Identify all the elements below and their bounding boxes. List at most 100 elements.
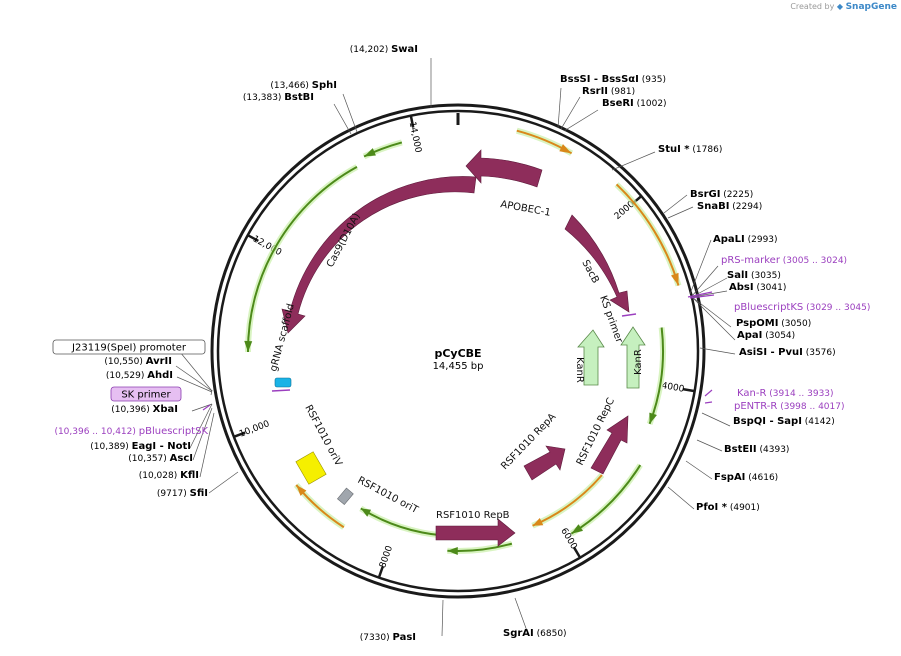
enzyme-name: PspOMI bbox=[736, 318, 778, 329]
enzyme-label: ApaLI (2993) bbox=[713, 234, 778, 245]
feature-label-kanr-2: KanR bbox=[633, 349, 644, 375]
tick-mark bbox=[572, 546, 582, 559]
enzyme-position: (13,383) bbox=[243, 93, 284, 103]
tick-mark bbox=[682, 387, 695, 393]
tick-mark bbox=[233, 431, 246, 438]
enzyme-name: StuI * bbox=[658, 144, 690, 155]
enzyme-site: (10,028) KflI bbox=[139, 470, 199, 481]
tick-label: 8000 bbox=[378, 544, 395, 569]
enzyme-label: (7330) PasI bbox=[360, 632, 416, 643]
enzyme-position: (10,550) bbox=[104, 357, 145, 367]
enzyme-position: (10,529) bbox=[106, 371, 147, 381]
boxed-label-frame bbox=[110, 386, 182, 402]
enzyme-position: (3576) bbox=[803, 348, 836, 358]
enzyme-name: AsiSI bbox=[739, 347, 767, 358]
tick-label: 4000 bbox=[661, 381, 686, 395]
enzyme-position: (14,202) bbox=[350, 45, 391, 55]
enzyme-label: BspQI - SapI (4142) bbox=[733, 416, 835, 427]
enzyme-position: (935) bbox=[639, 75, 666, 85]
primer-range: (3914 .. 3933) bbox=[766, 389, 833, 399]
enzyme-label: BstEII (4393) bbox=[724, 444, 789, 455]
feature-rsf-orit: RSF1010 oriT bbox=[337, 475, 421, 516]
enzyme-label: RsrII (981) bbox=[582, 86, 635, 97]
primer-name: pBluescriptKS bbox=[734, 302, 803, 313]
enzyme-name: SalI bbox=[727, 270, 748, 281]
enzyme-extra: - SapI bbox=[766, 416, 802, 427]
enzyme-site: (10,389) EagI - NotI bbox=[90, 441, 191, 452]
enzyme-position: (13,466) bbox=[270, 81, 311, 91]
tick-mark bbox=[409, 115, 415, 128]
enzyme-name: EagI bbox=[132, 441, 156, 452]
enzyme-name: BstBI bbox=[284, 92, 314, 103]
enzyme-label: (13,383) BstBI bbox=[243, 92, 314, 103]
enzyme-label: (9717) SfiI bbox=[157, 488, 208, 499]
enzyme-label: (10,028) KflI bbox=[139, 470, 199, 481]
enzyme-position: (4616) bbox=[745, 473, 778, 483]
primer-name: pENTR-R bbox=[734, 401, 777, 412]
orf-layer bbox=[244, 127, 682, 555]
enzyme-position: (9717) bbox=[157, 489, 190, 499]
primer-range: (3005 .. 3024) bbox=[780, 256, 847, 266]
orf-arc bbox=[247, 166, 358, 353]
feature-kanr-1: KanR bbox=[574, 329, 605, 386]
backbone-outer bbox=[210, 103, 706, 599]
enzyme-site: (10,357) AscI bbox=[128, 453, 193, 464]
enzyme-site: ApaI (3054) bbox=[737, 330, 795, 341]
enzyme-position: (4142) bbox=[802, 417, 835, 427]
enzyme-site: BsrGI (2225) bbox=[690, 189, 753, 200]
enzyme-position: (4901) bbox=[727, 503, 760, 513]
tick-label: 10,000 bbox=[238, 419, 271, 440]
enzyme-site: SgrAI (6850) bbox=[503, 628, 567, 639]
enzyme-position: (10,028) bbox=[139, 471, 180, 481]
enzyme-label: (13,466) SphI bbox=[270, 80, 337, 91]
enzyme-site: PspOMI (3050) bbox=[736, 318, 811, 329]
enzyme-site: BssSI - BssSαI (935) bbox=[560, 74, 666, 85]
enzyme-name: SnaBI bbox=[697, 201, 729, 212]
enzyme-position: (3041) bbox=[754, 283, 787, 293]
enzyme-position: (10,396) bbox=[111, 405, 152, 415]
tick-mark bbox=[247, 234, 259, 243]
enzyme-site: (9717) SfiI bbox=[157, 488, 208, 499]
enzyme-site: (13,383) BstBI bbox=[243, 92, 314, 103]
enzyme-site: (10,529) AhdI bbox=[106, 370, 173, 381]
enzyme-label: (14,202) SwaI bbox=[350, 44, 418, 55]
enzyme-name: BseRI bbox=[602, 98, 634, 109]
primer-range: (10,396 .. 10,412) bbox=[54, 427, 138, 437]
primer-range: (3998 .. 4017) bbox=[777, 402, 844, 412]
primer-name: pBluescriptSK bbox=[139, 426, 209, 437]
enzyme-name: BssSI bbox=[560, 74, 590, 85]
boxed-label-text: SK primer bbox=[121, 390, 171, 401]
backbone-inner bbox=[216, 109, 700, 593]
enzyme-site: AsiSI - PvuI (3576) bbox=[739, 347, 836, 358]
tick-mark bbox=[377, 565, 385, 579]
enzyme-label: StuI * (1786) bbox=[658, 144, 722, 155]
enzyme-name: AscI bbox=[170, 453, 193, 464]
feature-apobec: APOBEC-1 bbox=[465, 149, 551, 219]
enzyme-position: (6850) bbox=[534, 629, 567, 639]
enzyme-label: (10,389) EagI - NotI bbox=[90, 441, 191, 452]
enzyme-position: (7330) bbox=[360, 633, 393, 643]
feature-rsf-repb: RSF1010 RepB bbox=[435, 510, 516, 547]
enzyme-site: (10,550) AvrII bbox=[104, 356, 172, 367]
label-layer: (14,202) SwaI(13,466) SphI(13,383) BstBI… bbox=[52, 44, 870, 643]
enzyme-label: AbsI (3041) bbox=[729, 282, 786, 293]
enzyme-name: ApaLI bbox=[713, 234, 745, 245]
orf-arrowhead bbox=[447, 546, 458, 555]
orf-glow bbox=[569, 463, 643, 537]
feature-rsf-repa: RSF1010 RepA bbox=[499, 411, 566, 481]
plasmid-name: pCyCBE bbox=[434, 347, 481, 360]
primer-label: Kan-R (3914 .. 3933) bbox=[737, 388, 834, 399]
enzyme-extra: - NotI bbox=[156, 441, 191, 452]
enzyme-site: BseRI (1002) bbox=[602, 98, 667, 109]
enzyme-position: (1786) bbox=[690, 145, 723, 155]
feature-rsf-repc: RSF1010 RepC bbox=[575, 396, 629, 475]
orf-arrowhead bbox=[364, 148, 376, 157]
enzyme-name: FspAI bbox=[714, 472, 745, 483]
enzyme-name: PasI bbox=[393, 632, 416, 643]
enzyme-position: (981) bbox=[608, 87, 635, 97]
enzyme-label: PspOMI (3050) bbox=[736, 318, 811, 329]
enzyme-position: (2993) bbox=[745, 235, 778, 245]
orf-glow bbox=[245, 164, 359, 353]
credit-prefix: Created by bbox=[790, 2, 835, 11]
enzyme-extra: - BssSαI bbox=[590, 74, 638, 85]
